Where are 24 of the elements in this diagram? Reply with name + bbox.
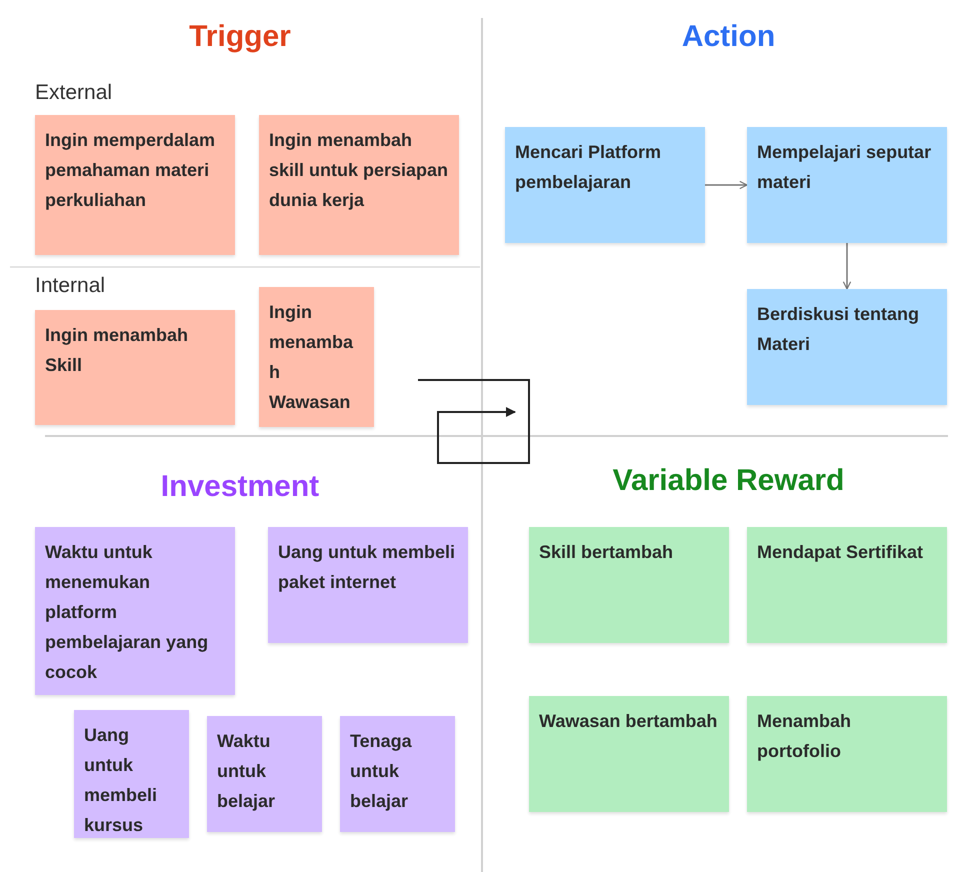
sticky-note: Menambah portofolio xyxy=(747,696,947,812)
sticky-note: Skill bertambah xyxy=(529,527,729,643)
sticky-note: Berdiskusi tentang Materi xyxy=(747,289,947,405)
sticky-note: Mendapat Sertifikat xyxy=(747,527,947,643)
section-heading: Internal xyxy=(35,274,106,298)
arrow xyxy=(842,243,852,290)
quadrant-heading: Variable Reward xyxy=(612,464,846,498)
sticky-note: Tenaga untuk belajar xyxy=(340,716,455,832)
sticky-note: Uang untuk membeli paket internet xyxy=(268,527,468,643)
quadrant-heading: Trigger xyxy=(188,20,292,54)
sticky-note: Uang untuk membeli kursus xyxy=(74,710,189,838)
sticky-note: Ingin menambah skill untuk persiapan dunia kerja xyxy=(259,115,459,255)
sticky-note: Ingin menambah Skill xyxy=(35,310,235,425)
section-heading: External xyxy=(35,81,112,105)
quadrant-heading: Investment xyxy=(160,470,320,504)
arrow xyxy=(705,180,748,190)
sticky-note: Ingin memperdalam pemahaman materi perkuliahan xyxy=(35,115,235,255)
sticky-note: Mempelajari seputar materi xyxy=(747,127,947,243)
sticky-note: Waktu untuk menemukan platform pembelajaran yang cocok xyxy=(35,527,235,695)
sticky-note: Ingin menambah Wawasan xyxy=(259,287,374,427)
quadrant-heading: Action xyxy=(680,20,776,54)
sticky-note: Mencari Platform pembelajaran xyxy=(505,127,705,243)
sticky-note: Waktu untuk belajar xyxy=(207,716,322,832)
sticky-note: Wawasan bertambah xyxy=(529,696,729,812)
